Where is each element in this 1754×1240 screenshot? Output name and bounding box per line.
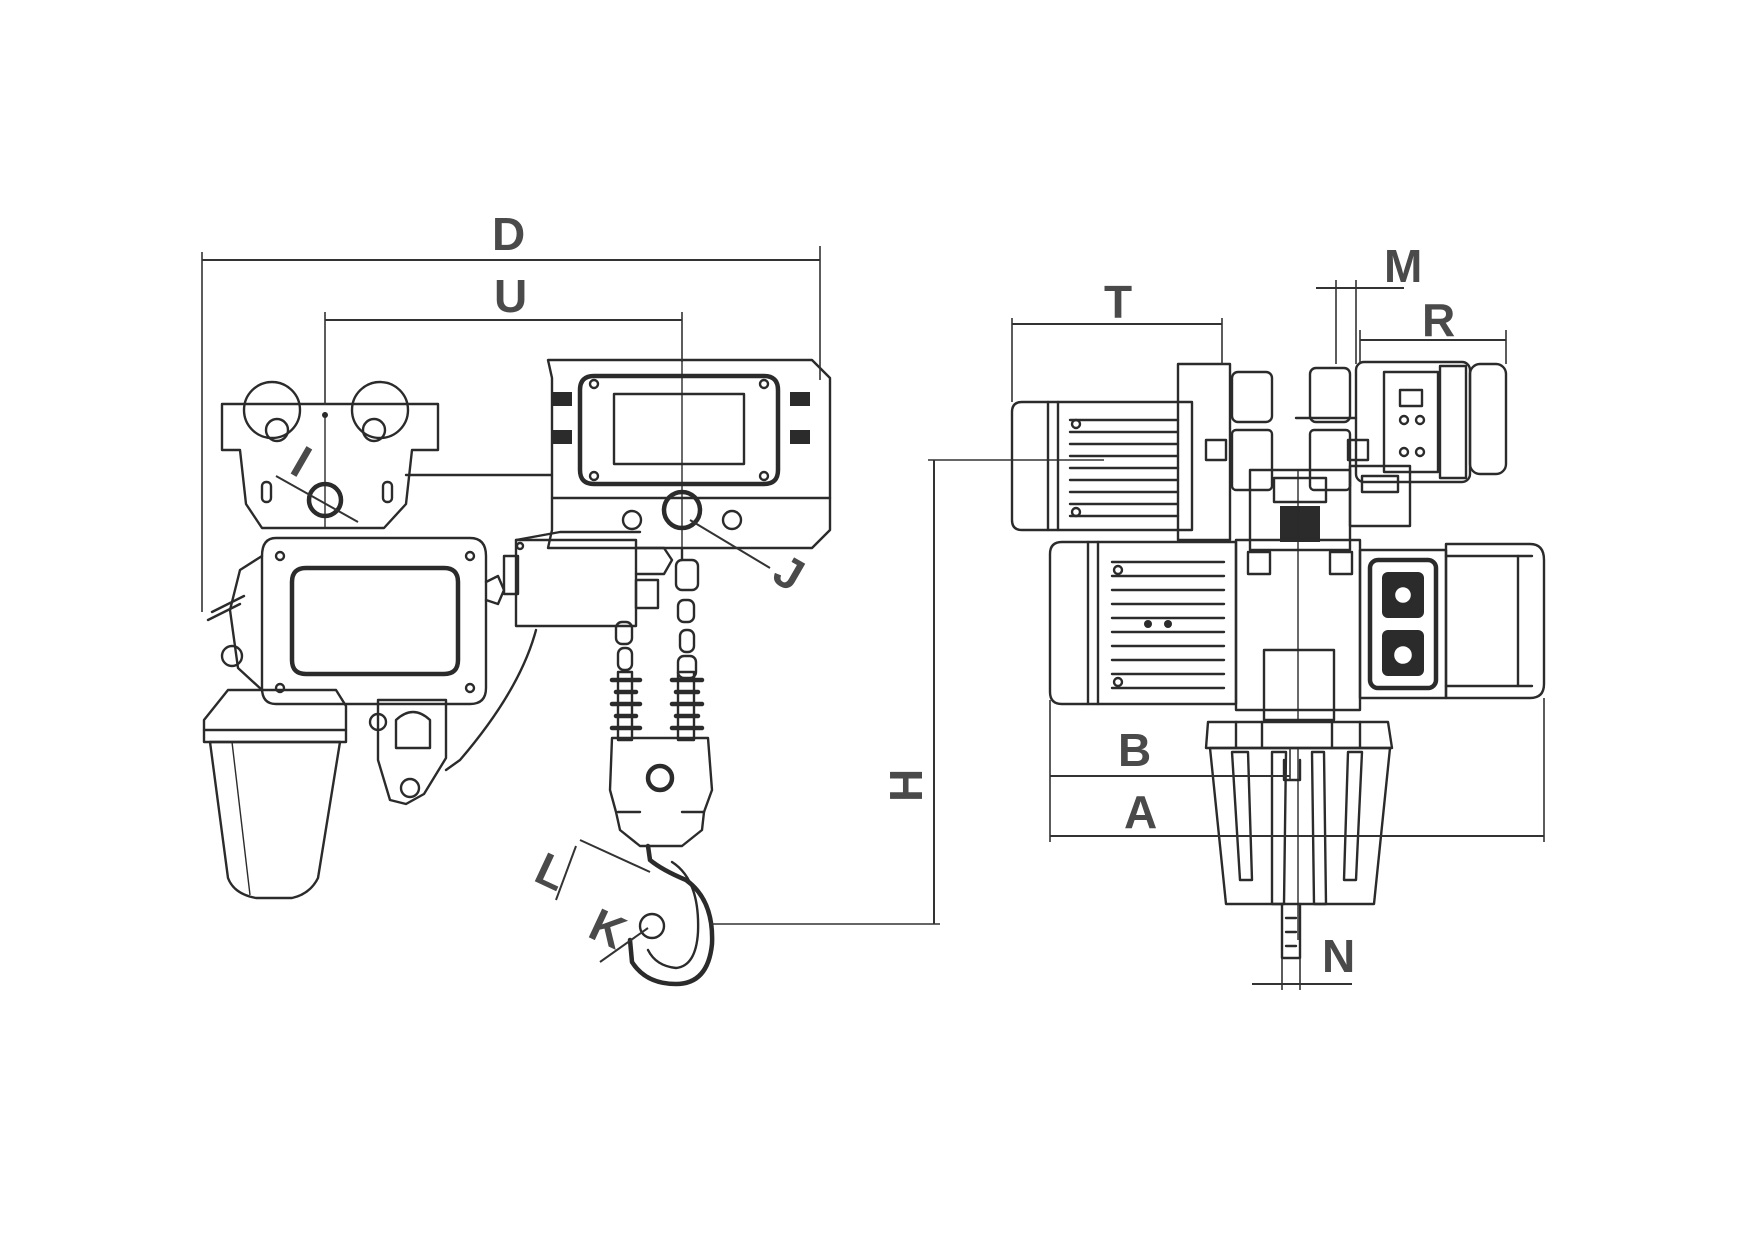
label-K: K [582, 898, 634, 959]
label-M: M [1384, 240, 1422, 292]
front-chain-bucket [1204, 720, 1394, 960]
dimension-lines [201, 246, 1545, 990]
hoist-motor [206, 536, 506, 706]
label-D: D [492, 208, 525, 260]
anchor-bracket [368, 698, 448, 806]
load-chains [609, 558, 705, 742]
brake-unit [1358, 542, 1546, 700]
label-J: J [765, 544, 813, 602]
front-hoist-motor [1048, 540, 1238, 706]
trolley-frame [1176, 362, 1412, 552]
label-N: N [1322, 930, 1355, 982]
label-A: A [1124, 786, 1157, 838]
label-T: T [1104, 276, 1132, 328]
front-control-box [1354, 360, 1508, 484]
travel-motor [1010, 400, 1194, 532]
label-B: B [1118, 724, 1151, 776]
hook-block [608, 736, 715, 987]
label-R: R [1422, 294, 1455, 346]
chain-bucket [202, 688, 348, 900]
trolley [220, 380, 554, 530]
label-U: U [494, 270, 527, 322]
gear-housing [1234, 470, 1362, 722]
control-box [546, 358, 832, 562]
front-view [1010, 360, 1546, 960]
label-L: L [528, 842, 575, 901]
gearbox [444, 530, 674, 772]
side-view [202, 358, 832, 987]
label-I: I [283, 436, 320, 487]
label-H: H [880, 769, 932, 802]
